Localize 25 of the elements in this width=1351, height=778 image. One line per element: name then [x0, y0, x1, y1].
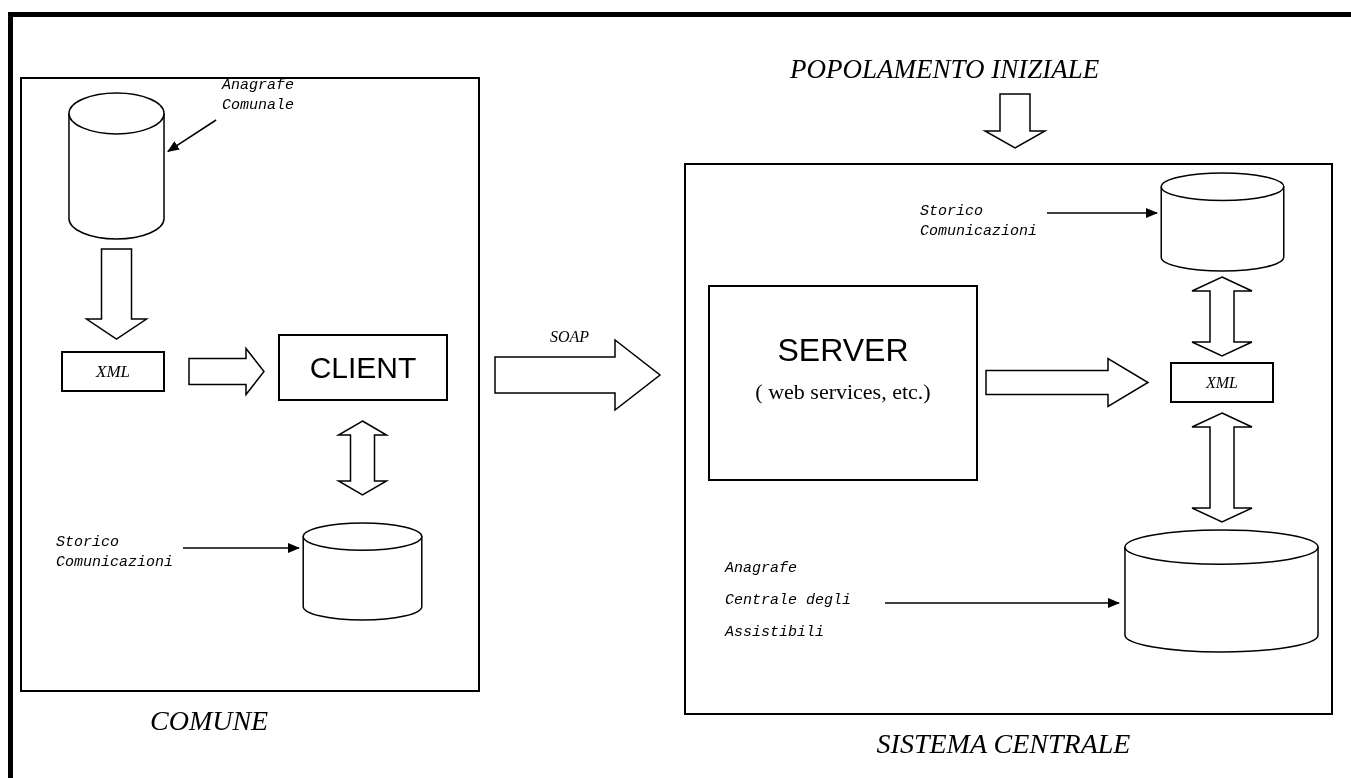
system-title: SISTEMA CENTRALE — [876, 727, 1131, 761]
block-arrow — [1191, 276, 1253, 357]
server-subtitle: ( web services, etc.) — [755, 378, 931, 406]
server-box — [708, 285, 978, 481]
block-arrow — [494, 338, 662, 412]
block-arrow — [335, 420, 390, 496]
block-arrow — [1191, 412, 1253, 523]
arrow — [1046, 208, 1158, 218]
annotation-text: POPOLAMENTO INIZIALE — [790, 50, 1210, 88]
annotation-text: Storico Comunicazioni — [920, 202, 1045, 246]
server-title: SERVER — [777, 331, 909, 369]
annotation-text: Anagrafe Comunale — [222, 76, 340, 120]
system-title: COMUNE — [150, 704, 269, 738]
arrow — [884, 598, 1120, 608]
process-box: XML — [1170, 362, 1274, 403]
block-arrow — [188, 346, 265, 397]
process-box: XML — [61, 351, 165, 392]
process-box: CLIENT — [278, 334, 448, 401]
arrow — [167, 119, 217, 153]
block-arrow — [982, 93, 1048, 149]
annotation-text: Storico Comunicazioni — [56, 533, 181, 577]
arrow — [182, 543, 300, 553]
block-arrow — [84, 248, 149, 340]
annotation-text: Anagrafe Centrale degli Assistibili — [725, 553, 865, 651]
block-arrow — [985, 357, 1150, 408]
